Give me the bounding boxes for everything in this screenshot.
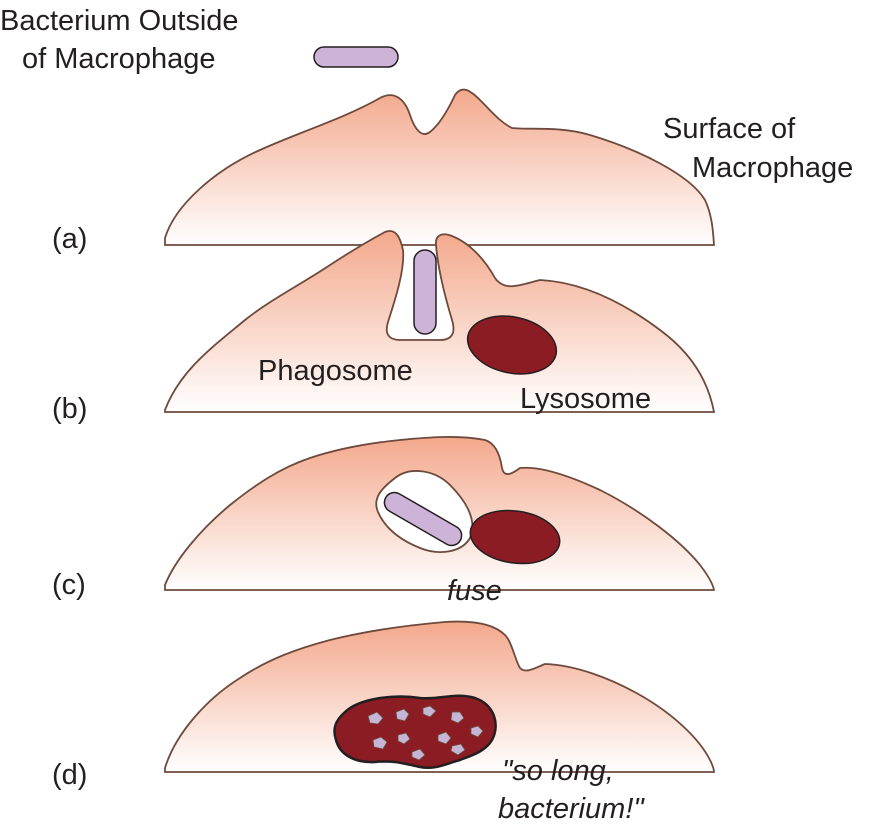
bacterium-outside-label-line2: of Macrophage [22, 43, 215, 75]
surface-label-line2: Macrophage [692, 152, 853, 184]
lysosome-label: Lysosome [520, 383, 651, 415]
quote-line2: bacterium!" [498, 793, 645, 825]
stage-c-label: (c) [52, 569, 86, 601]
cell-surface-a [164, 88, 715, 246]
quote-line1: "so long, [502, 755, 614, 787]
phagosome-label: Phagosome [258, 355, 413, 387]
bacterium-in-phagosome-b [413, 249, 437, 335]
lysosome-b [466, 315, 558, 375]
stage-d-label: (d) [52, 759, 87, 791]
fuse-label: fuse [447, 575, 502, 607]
cell-surface-b [164, 230, 716, 413]
bacterium-outside [313, 46, 399, 68]
bacterium-outside-label-line1: Bacterium Outside [0, 5, 239, 37]
bacterium-in-phagosome-c [383, 491, 463, 547]
surface-label-line1: Surface of [663, 113, 796, 145]
lysosome-c [469, 509, 561, 565]
stage-a-label: (a) [52, 223, 87, 255]
stage-b-label: (b) [52, 393, 87, 425]
bacterial-debris [367, 705, 484, 761]
